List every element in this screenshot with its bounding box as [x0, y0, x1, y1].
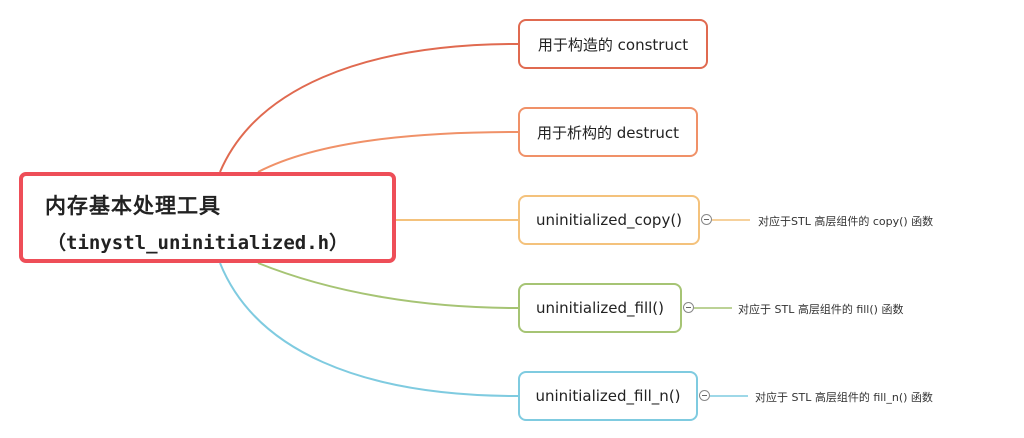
collapse-minus-icon[interactable]: [701, 214, 712, 225]
topic-uninitialized-fill-n[interactable]: uninitialized_fill_n(): [518, 371, 698, 421]
root-subtitle: （tinystl_uninitialized.h）: [47, 232, 349, 254]
topic-uninitialized-copy[interactable]: uninitialized_copy(): [518, 195, 700, 245]
subtopic-fill-note[interactable]: 对应于 STL 高层组件的 fill() 函数: [738, 303, 904, 316]
collapse-minus-icon[interactable]: [683, 302, 694, 313]
subtopic-fill-n-note[interactable]: 对应于 STL 高层组件的 fill_n() 函数: [755, 391, 933, 404]
link-destruct: [257, 131, 519, 173]
topic-construct[interactable]: 用于构造的 construct: [518, 19, 708, 69]
collapse-minus-icon[interactable]: [699, 390, 710, 401]
root-title: 内存基本处理工具: [45, 194, 221, 218]
link-uninitialized-fill: [257, 262, 519, 309]
link-uninitialized-fill-n: [219, 262, 519, 397]
subtopic-copy-note[interactable]: 对应于STL 高层组件的 copy() 函数: [758, 215, 934, 228]
link-construct: [219, 43, 519, 173]
root-topic[interactable]: 内存基本处理工具 （tinystl_uninitialized.h）: [19, 172, 396, 263]
topic-uninitialized-fill[interactable]: uninitialized_fill(): [518, 283, 682, 333]
topic-destruct[interactable]: 用于析构的 destruct: [518, 107, 698, 157]
